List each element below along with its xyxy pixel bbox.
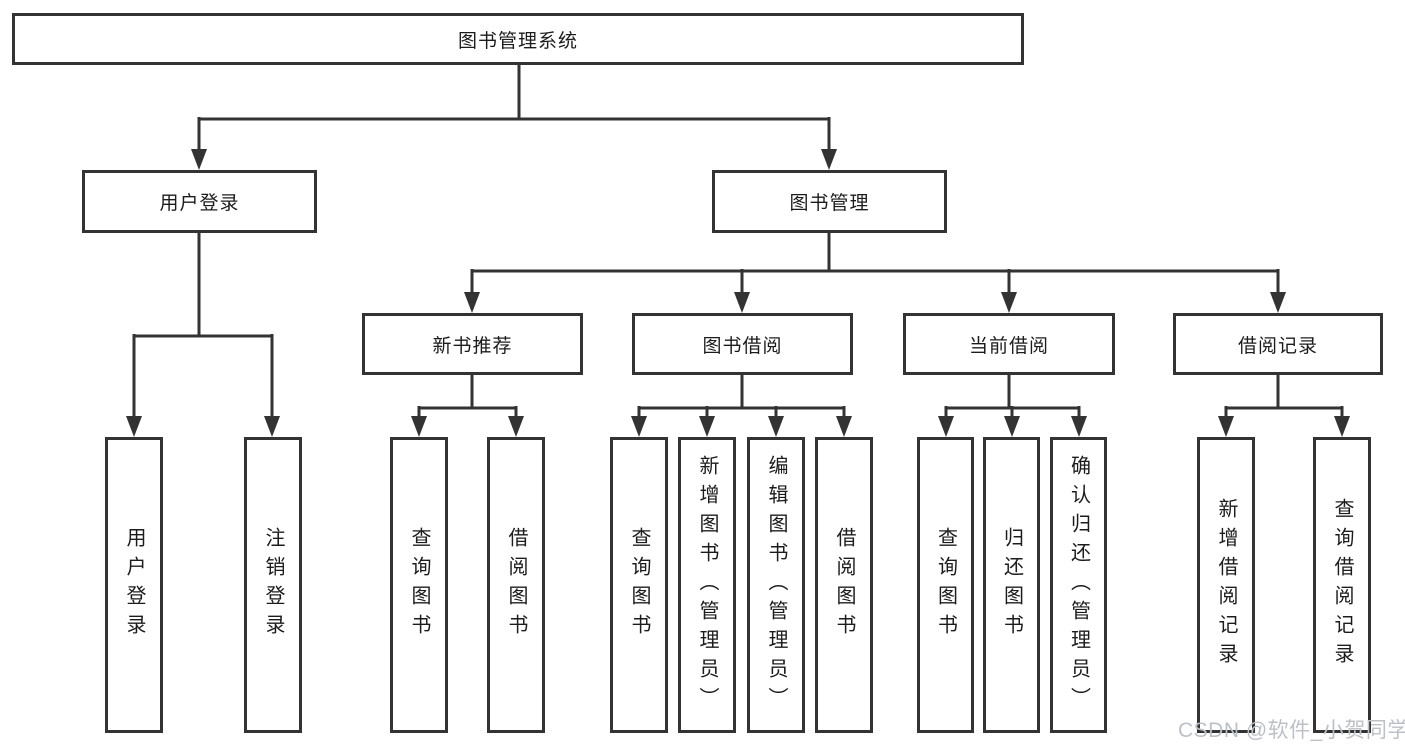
node-label: 当前借阅 [968,335,1049,357]
node-leaf-user-login: 用户登录 [105,437,163,733]
node-leaf-add-book-admin: 新增图书（管理员） [678,437,736,733]
node-label: 查询图书 [628,527,650,643]
node-leaf-edit-book-admin: 编辑图书（管理员） [747,437,805,733]
node-label: 图书借阅 [702,335,783,357]
node-borrowing-records: 借阅记录 [1173,313,1383,375]
node-label: 图书管理 [789,193,870,214]
node-user-login: 用户登录 [82,170,317,233]
node-label: 新增借阅记录 [1215,498,1237,672]
node-label: 借阅图书 [505,527,527,643]
node-leaf-borrow-books: 借阅图书 [815,437,873,733]
node-label: 新书推荐 [432,335,513,357]
csdn-watermark: CSDN @软件_小贺同学 [1178,719,1405,742]
node-label: 图书管理系统 [457,30,578,52]
node-label: 编辑图书（管理员） [765,454,787,716]
node-label: 归还图书 [1000,527,1023,643]
node-leaf-query-books-borrow: 查询图书 [610,437,668,733]
node-label: 新增图书（管理员） [696,454,718,716]
node-leaf-query-books-recommend: 查询图书 [390,437,448,733]
node-leaf-return-book: 归还图书 [983,437,1040,733]
node-label: 查询图书 [408,527,430,643]
node-book-management: 图书管理 [712,170,947,233]
node-leaf-query-books-current: 查询图书 [917,437,974,733]
node-label: 查询图书 [934,527,957,643]
node-leaf-logout: 注销登录 [244,437,302,733]
node-leaf-borrow-books-recommend: 借阅图书 [487,437,545,733]
node-leaf-query-borrow-record: 查询借阅记录 [1313,437,1371,733]
node-label: 注销登录 [262,527,284,643]
node-label: 查询借阅记录 [1331,498,1353,672]
node-label: 确认归还（管理员） [1067,454,1090,716]
node-current-borrowing: 当前借阅 [903,313,1115,375]
node-label: 借阅图书 [833,527,855,643]
node-label: 用户登录 [123,527,145,643]
node-leaf-confirm-return-admin: 确认归还（管理员） [1050,437,1107,733]
node-book-borrowing: 图书借阅 [632,313,853,375]
node-leaf-add-borrow-record: 新增借阅记录 [1197,437,1255,733]
node-root: 图书管理系统 [12,13,1024,65]
node-label: 借阅记录 [1237,335,1318,357]
node-new-book-recommend: 新书推荐 [362,313,583,375]
node-label: 用户登录 [159,193,240,214]
